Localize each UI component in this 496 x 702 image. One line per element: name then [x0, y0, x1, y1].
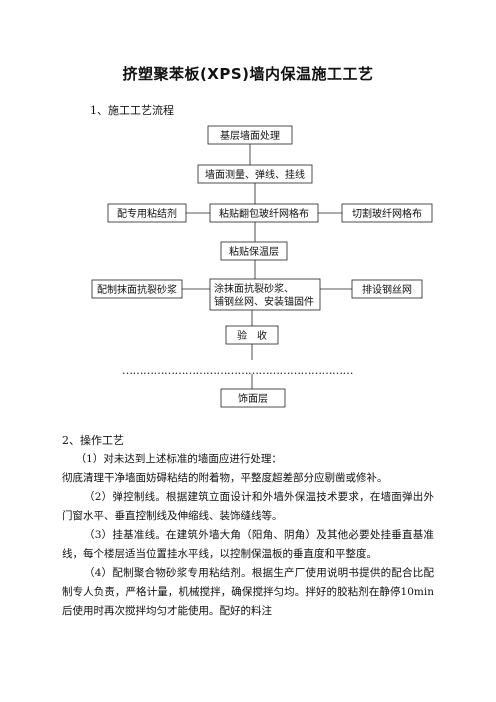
flow-label-left1: 配专用粘结剂: [117, 207, 177, 220]
flow-label-step4: 粘贴保温层: [229, 245, 279, 258]
paragraph-1: （1）对未达到上述标准的墙面应进行处理：: [75, 453, 282, 465]
flow-label-left2: 配制抹面抗裂砂浆: [97, 283, 177, 296]
flow-label-step1: 基层墙面处理: [220, 129, 280, 142]
flow-box-step4: [220, 241, 288, 261]
flow-box-step5: [209, 278, 321, 311]
flow-label-step7: 饰面层: [238, 392, 268, 405]
flow-label-step3: 粘贴翻包玻纤网格布: [219, 207, 309, 220]
process-flowchart: 基层墙面处理 墙面测量、弹线、挂线 配专用粘结剂 粘贴翻包玻纤网格布 切割玻纤网…: [91, 125, 433, 408]
document-title: 挤塑聚苯板(XPS)墙内保温施工工艺: [122, 65, 374, 83]
flow-label-step2: 墙面测量、弹线、挂线: [205, 168, 305, 181]
flow-box-step7: [220, 388, 286, 408]
paragraph-2: 彻底清理干净墙面妨碍粘结的附着物，平整度超差部分应剔凿或修补。: [62, 472, 388, 484]
dotted-separator: …………………………………………………………: [122, 364, 354, 377]
flow-label-right1: 切割玻纤网格布: [352, 207, 422, 220]
flow-label-right2: 排设钢丝网: [362, 283, 412, 296]
section-heading-flow: 1、施工工艺流程: [90, 104, 174, 117]
paragraph-5: （4）配制聚合物砂浆专用粘结剂。根据生产厂使用说明书提供的配合比配制专人负责，严…: [62, 567, 434, 617]
paragraph-4: （3）挂基准线。在建筑外墙大角（阳角、阴角）及其他必要处挂垂直基准线，每个楼层适…: [62, 529, 434, 560]
flow-label-step6: 验 收: [237, 329, 267, 342]
flow-label-step5-line1: 涂抹面抗裂砂浆、: [214, 282, 294, 295]
paragraph-3: （2）弹控制线。根据建筑立面设计和外墙外保温技术要求，在墙面弹出外门窗水平、垂直…: [62, 491, 434, 522]
flow-label-step5-line2: 铺钢丝网、安装锚固件: [214, 295, 314, 308]
operation-text: （1）对未达到上述标准的墙面应进行处理： 彻底清理干净墙面妨碍粘结的附着物，平整…: [62, 450, 434, 621]
section-heading-operation: 2、操作工艺: [62, 434, 124, 447]
